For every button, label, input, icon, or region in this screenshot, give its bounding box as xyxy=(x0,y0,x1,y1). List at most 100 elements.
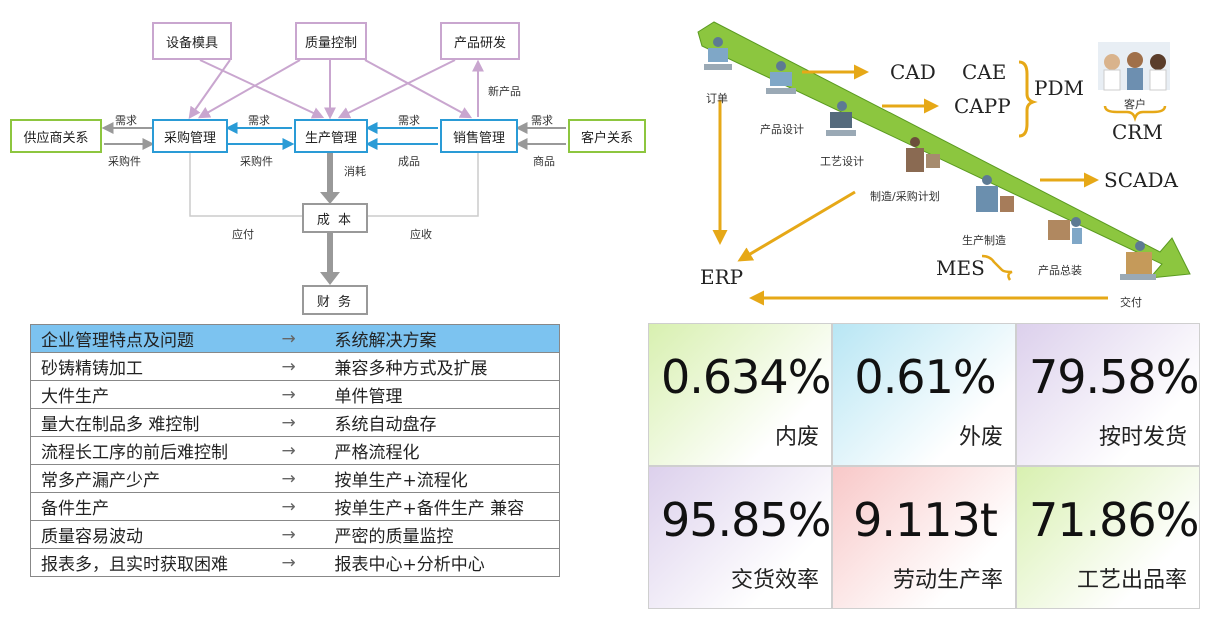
table-cell: 报表多，且实时获取困难 xyxy=(30,548,276,577)
table-cell: → xyxy=(275,436,331,465)
order-worker-icon xyxy=(704,37,732,70)
enterprise-flow-diagram: 设备模具 质量控制 产品研发 供应商关系 采购管理 生产管理 销售管理 客户关系… xyxy=(0,0,660,320)
table-cell: 严格流程化 xyxy=(330,436,560,465)
table-cell: 报表中心+分析中心 xyxy=(330,548,560,577)
stage-order-label: 订单 xyxy=(706,92,728,105)
assembly-icon xyxy=(1048,217,1082,244)
table-cell: 单件管理 xyxy=(330,380,560,409)
kpi-value: 0.61% xyxy=(854,350,996,404)
supplier-relation-box: 供应商关系 xyxy=(10,119,102,153)
kpi-card: 0.61% 外废 xyxy=(832,323,1016,466)
system-pdm: PDM xyxy=(1034,76,1084,100)
table-cell: 常多产漏产少产 xyxy=(30,464,276,493)
kpi-card: 79.58% 按时发货 xyxy=(1016,323,1200,466)
customer-photo xyxy=(1098,42,1170,91)
table-cell: → xyxy=(275,492,331,521)
table-row: 常多产漏产少产→按单生产+流程化 xyxy=(30,464,560,493)
sales-box: 销售管理 xyxy=(440,119,518,153)
process-arrow-band xyxy=(697,21,1191,279)
production-icon xyxy=(976,175,1014,212)
table-row: 砂铸精铸加工→兼容多种方式及扩展 xyxy=(30,352,560,381)
label-demand: 需求 xyxy=(248,114,270,127)
management-solution-table: 企业管理特点及问题 → 系统解决方案 砂铸精铸加工→兼容多种方式及扩展 大件生产… xyxy=(30,324,560,577)
system-cad: CAD xyxy=(890,60,936,84)
table-row: 报表多，且实时获取困难→报表中心+分析中心 xyxy=(30,548,560,577)
label-goods: 商品 xyxy=(533,155,555,168)
table-cell: 按单生产+流程化 xyxy=(330,464,560,493)
stage-planning-label: 制造/采购计划 xyxy=(870,190,940,203)
stage-delivery-label: 交付 xyxy=(1120,296,1142,309)
table-cell: 系统自动盘存 xyxy=(330,408,560,437)
label-demand: 需求 xyxy=(115,114,137,127)
customer-relation-box: 客户关系 xyxy=(568,119,646,153)
table-cell: → xyxy=(275,408,331,437)
table-cell: 备件生产 xyxy=(30,492,276,521)
table-cell: → xyxy=(275,464,331,493)
production-box: 生产管理 xyxy=(294,119,368,153)
flow-connectors xyxy=(101,59,566,285)
cost-box: 成 本 xyxy=(302,203,368,233)
table-row: 质量容易波动→严密的质量监控 xyxy=(30,520,560,549)
table-cell: 按单生产+备件生产 兼容 xyxy=(330,492,560,521)
system-scada: SCADA xyxy=(1104,168,1178,192)
table-cell: → xyxy=(275,548,331,577)
table-cell: 企业管理特点及问题 xyxy=(30,324,276,353)
table-cell: → xyxy=(275,324,331,353)
kpi-label: 按时发货 xyxy=(1098,425,1187,450)
kpi-grid: 0.634% 内废 0.61% 外废 79.58% 按时发货 95.85% 交货… xyxy=(648,323,1200,609)
kpi-card: 9.113t 劳动生产率 xyxy=(832,466,1016,609)
stage-process-design-label: 工艺设计 xyxy=(820,155,864,168)
manufacturing-process-diagram: 订单 产品设计 工艺设计 制造/采购计划 生产制造 产品总装 交付 客户 CAD… xyxy=(680,20,1200,320)
kpi-label: 交货效率 xyxy=(730,568,819,593)
label-consumption: 消耗 xyxy=(344,165,366,178)
system-erp: ERP xyxy=(700,265,744,289)
kpi-label: 外废 xyxy=(958,425,1003,450)
table-cell: → xyxy=(275,380,331,409)
label-purchased: 采购件 xyxy=(240,155,273,168)
kpi-label: 劳动生产率 xyxy=(892,568,1003,593)
kpi-card: 71.86% 工艺出品率 xyxy=(1016,466,1200,609)
process-graphics xyxy=(697,21,1191,306)
stage-production-label: 生产制造 xyxy=(962,234,1006,247)
table-cell: → xyxy=(275,520,331,549)
table-row: 流程长工序的前后难控制→严格流程化 xyxy=(30,436,560,465)
label-new-product: 新产品 xyxy=(488,85,521,98)
stage-customer-label: 客户 xyxy=(1124,98,1146,111)
planning-icon xyxy=(906,137,940,172)
table-cell: → xyxy=(275,352,331,381)
product-design-icon xyxy=(766,61,796,94)
kpi-label: 工艺出品率 xyxy=(1076,568,1187,593)
table-row: 备件生产→按单生产+备件生产 兼容 xyxy=(30,492,560,521)
label-purchased: 采购件 xyxy=(108,155,141,168)
table-cell: 质量容易波动 xyxy=(30,520,276,549)
kpi-value: 71.86% xyxy=(1029,493,1199,547)
table-cell: 砂铸精铸加工 xyxy=(30,352,276,381)
kpi-value: 79.58% xyxy=(1029,350,1199,404)
finance-box: 财 务 xyxy=(302,285,368,315)
kpi-label: 内废 xyxy=(774,425,819,450)
table-cell: 量大在制品多 难控制 xyxy=(30,408,276,437)
kpi-card: 95.85% 交货效率 xyxy=(648,466,832,609)
system-cae: CAE xyxy=(962,60,1007,84)
kpi-value: 95.85% xyxy=(661,493,831,547)
system-mes: MES xyxy=(936,256,985,280)
stage-assembly-label: 产品总装 xyxy=(1038,264,1082,277)
table-cell: 流程长工序的前后难控制 xyxy=(30,436,276,465)
table-cell: 兼容多种方式及扩展 xyxy=(330,352,560,381)
label-receivable: 应收 xyxy=(410,228,432,241)
product-rd-box: 产品研发 xyxy=(440,22,520,60)
equipment-mold-box: 设备模具 xyxy=(152,22,232,60)
table-header-row: 企业管理特点及问题 → 系统解决方案 xyxy=(30,324,560,353)
label-finished: 成品 xyxy=(398,155,420,168)
table-cell: 严密的质量监控 xyxy=(330,520,560,549)
table-cell: 系统解决方案 xyxy=(330,324,560,353)
kpi-value: 9.113t xyxy=(853,493,998,547)
procurement-box: 采购管理 xyxy=(152,119,228,153)
label-payable: 应付 xyxy=(232,228,254,241)
process-design-icon xyxy=(826,101,856,136)
table-cell: 大件生产 xyxy=(30,380,276,409)
system-capp: CAPP xyxy=(954,94,1011,118)
kpi-value: 0.634% xyxy=(661,350,831,404)
table-row: 大件生产→单件管理 xyxy=(30,380,560,409)
table-row: 量大在制品多 难控制→系统自动盘存 xyxy=(30,408,560,437)
